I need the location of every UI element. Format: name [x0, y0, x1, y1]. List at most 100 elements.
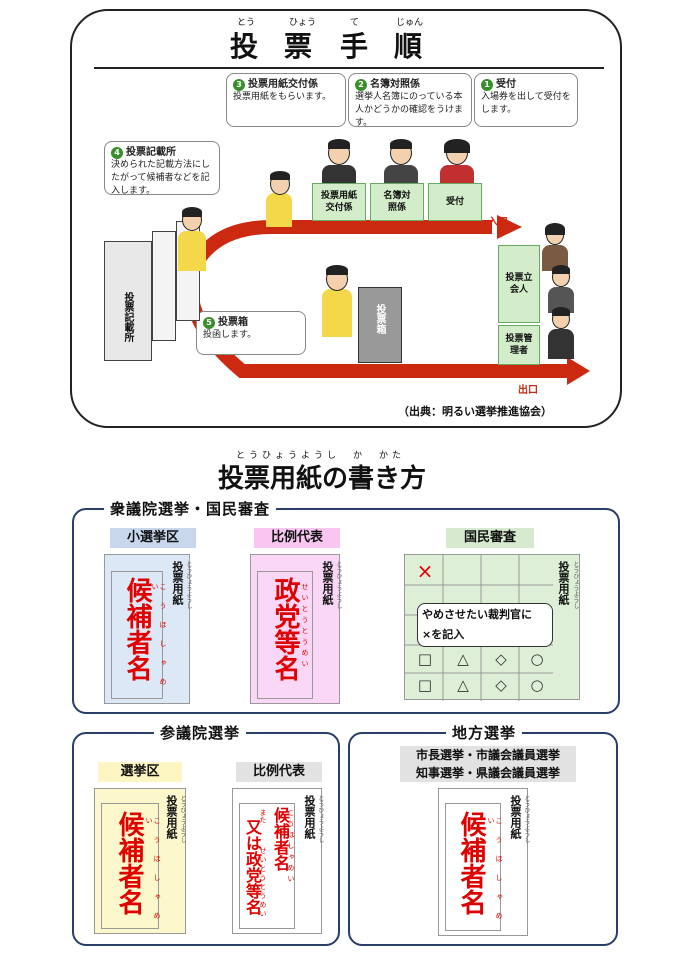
step2-title: 名簿対照係	[370, 79, 420, 90]
sangiin-proportional-party: 政党等名	[243, 851, 262, 915]
desk-uketsuke-label: 受付	[445, 197, 464, 207]
step1-title: 受付	[496, 79, 516, 90]
review-note-line2: ×を記入	[422, 628, 465, 641]
sangiin-district-candidate-ruby: こうほしゃめい	[145, 817, 161, 931]
small-district-candidate: 候補者名	[122, 577, 152, 681]
review-symbol-diamond-1: ◇	[495, 650, 507, 668]
small-district-ballot-label: 投票用紙	[171, 561, 184, 605]
review-symbol-triangle-1: △	[457, 650, 469, 668]
sangiin-proportional-write-area	[239, 803, 295, 929]
title-char-4: 順	[394, 30, 423, 63]
step4-title: 投票記載所	[126, 147, 176, 158]
local-ballot: 候補者名 こうほしゃめい 投票用紙 とうひょうようし	[438, 788, 530, 936]
proportional-write-area	[257, 571, 313, 699]
small-district-candidate-ruby: こうほしゃめい	[151, 583, 167, 697]
step3-title: 投票用紙交付係	[248, 79, 318, 90]
booth-label: 投票記載所	[122, 292, 133, 342]
local-ballot-label: 投票用紙	[509, 795, 522, 839]
local-ballot-ruby: とうひょうようし	[523, 795, 530, 843]
sangiin-title: 参議院選挙	[154, 722, 247, 743]
step3-num: 3	[233, 79, 245, 91]
booth-2	[152, 231, 176, 341]
local-candidate-ruby: こうほしゃめい	[487, 817, 503, 931]
desk-tachiai-label: 投票立会人	[505, 273, 533, 295]
sangiin-district-ballot-ruby: とうひょうようし	[179, 795, 186, 843]
desk-kanri-label: 投票管理者	[505, 334, 533, 356]
sangiin-proportional-ballot: 候補者名 こうほしゃめい 又は政党等名 また せいとうとうめい 投票用紙 とうひ…	[232, 788, 324, 934]
small-district-ballot: 候補者名 こうほしゃめい 投票用紙 とうひょうようし	[104, 554, 192, 704]
title-char-3: 手	[340, 30, 369, 63]
review-note-line1: やめさせたい裁判官に	[422, 608, 532, 621]
small-district-write-area	[111, 571, 163, 699]
review-symbol-circle-2: ○	[530, 676, 544, 694]
sangiin-district-candidate: 候補者名	[114, 811, 144, 915]
review-symbol-diamond-2: ◇	[495, 676, 507, 694]
step2-num: 2	[355, 79, 367, 91]
desk-kofu-label: 投票用紙交付係	[321, 191, 358, 213]
proportional-ballot-label: 投票用紙	[321, 561, 334, 605]
or-ruby: また	[259, 809, 267, 823]
entrance-label: 入口	[488, 217, 508, 228]
sangiin-proportional-candidate-ruby: こうほしゃめい	[287, 809, 295, 886]
or-prefix: 又は	[243, 819, 262, 851]
review-symbol-square-1: □	[417, 650, 433, 668]
title-underline	[94, 67, 604, 69]
sangiin-proportional-candidate: 候補者名	[271, 807, 290, 871]
step5-num: 5	[203, 317, 215, 329]
proportional-ballot-ruby: とうひょうようし	[335, 561, 342, 609]
review-ballot: × □ △ ◇ ○ □ △ ◇ ○ やめさせたい裁判官に ×を記入 投票用紙 と…	[404, 554, 580, 701]
local-line2: 知事選挙・県議会議員選挙	[400, 764, 576, 782]
local-title: 地方選挙	[446, 722, 523, 743]
ballot-box: 投票箱	[358, 287, 402, 363]
small-district-ballot-ruby: とうひょうようし	[185, 561, 192, 609]
review-ballot-label: 投票用紙	[557, 561, 570, 605]
desk-kofu: 投票用紙交付係	[312, 183, 366, 221]
howto-title-ruby: とうひょうようし か かた	[236, 451, 406, 461]
review-symbol-circle-1: ○	[530, 650, 544, 668]
sangiin-proportional-label: 比例代表	[236, 762, 322, 782]
shugiin-title: 衆議院選挙・国民審査	[104, 498, 277, 519]
sangiin-district-write-area	[101, 803, 159, 929]
desk-kanri: 投票管理者	[498, 325, 540, 365]
title-ruby-1: とう	[237, 18, 256, 28]
desk-tachiai: 投票立会人	[498, 245, 540, 323]
sangiin-district-ballot-label: 投票用紙	[165, 795, 178, 839]
sangiin-proportional-or-party: 又は政党等名	[243, 819, 262, 915]
step1-text: 入場券を出して受付をします。	[481, 92, 571, 115]
proportional-ballot: 政党等名 せいとうとうめい 投票用紙 とうひょうようし	[250, 554, 342, 704]
small-district-label: 小選挙区	[110, 528, 196, 548]
sangiin-district-ballot: 候補者名 こうほしゃめい 投票用紙 とうひょうようし	[94, 788, 186, 934]
title-char-1: 投	[230, 30, 259, 63]
sangiin-proportional-ballot-ruby: とうひょうようし	[317, 795, 324, 843]
review-note: やめさせたい裁判官に ×を記入	[417, 603, 553, 647]
howto-title: 投票用紙の書き方	[218, 464, 427, 494]
local-write-area	[445, 803, 501, 931]
desk-uketsuke: 受付	[428, 183, 482, 221]
proportional-label: 比例代表	[254, 528, 340, 548]
step1-num: 1	[481, 79, 493, 91]
local-line1: 市長選挙・市議会議員選挙	[400, 746, 576, 764]
sangiin-proportional-ballot-label: 投票用紙	[303, 795, 316, 839]
booth-front: 投票記載所	[104, 241, 152, 361]
sangiin-district-label: 選挙区	[98, 762, 182, 782]
step3-text: 投票用紙をもらいます。	[233, 92, 332, 102]
review-x-mark: ×	[416, 559, 434, 583]
title-ruby-2: ひょう	[289, 18, 317, 28]
exit-label: 出口	[518, 385, 538, 396]
desk-meibo-label: 名簿対照係	[383, 191, 411, 213]
source-credit: （出典：明るい選挙推進協会）	[398, 405, 552, 418]
local-candidate: 候補者名	[456, 811, 486, 915]
review-label: 国民審査	[446, 528, 534, 548]
title-ruby-4: じゅん	[396, 18, 424, 28]
proportional-party: 政党等名	[270, 577, 300, 681]
review-symbol-triangle-2: △	[457, 676, 469, 694]
step4-num: 4	[111, 147, 123, 159]
title-ruby-3: て	[350, 18, 360, 28]
shugiin-section	[72, 508, 620, 714]
review-symbol-square-2: □	[417, 676, 433, 694]
